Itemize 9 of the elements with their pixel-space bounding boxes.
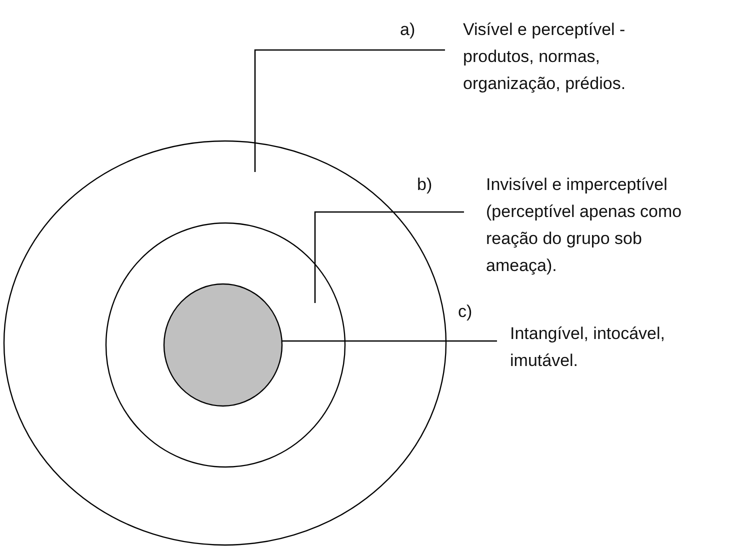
leader-line	[314, 211, 464, 303]
callout-letter: c)	[458, 301, 472, 323]
callout-text: Visível e perceptível - produtos, normas, organização, prédios.	[463, 19, 627, 95]
callout-letter: a)	[400, 19, 416, 41]
leader-line	[282, 340, 497, 342]
callout-letter: b)	[417, 174, 432, 196]
callout-text: Intangível, intocável, imutável.	[510, 323, 666, 372]
callout-text: Invisível e imperceptível (perceptível apenas como reação do grupo sob ameaça).	[486, 174, 683, 277]
leader-line	[254, 49, 445, 172]
